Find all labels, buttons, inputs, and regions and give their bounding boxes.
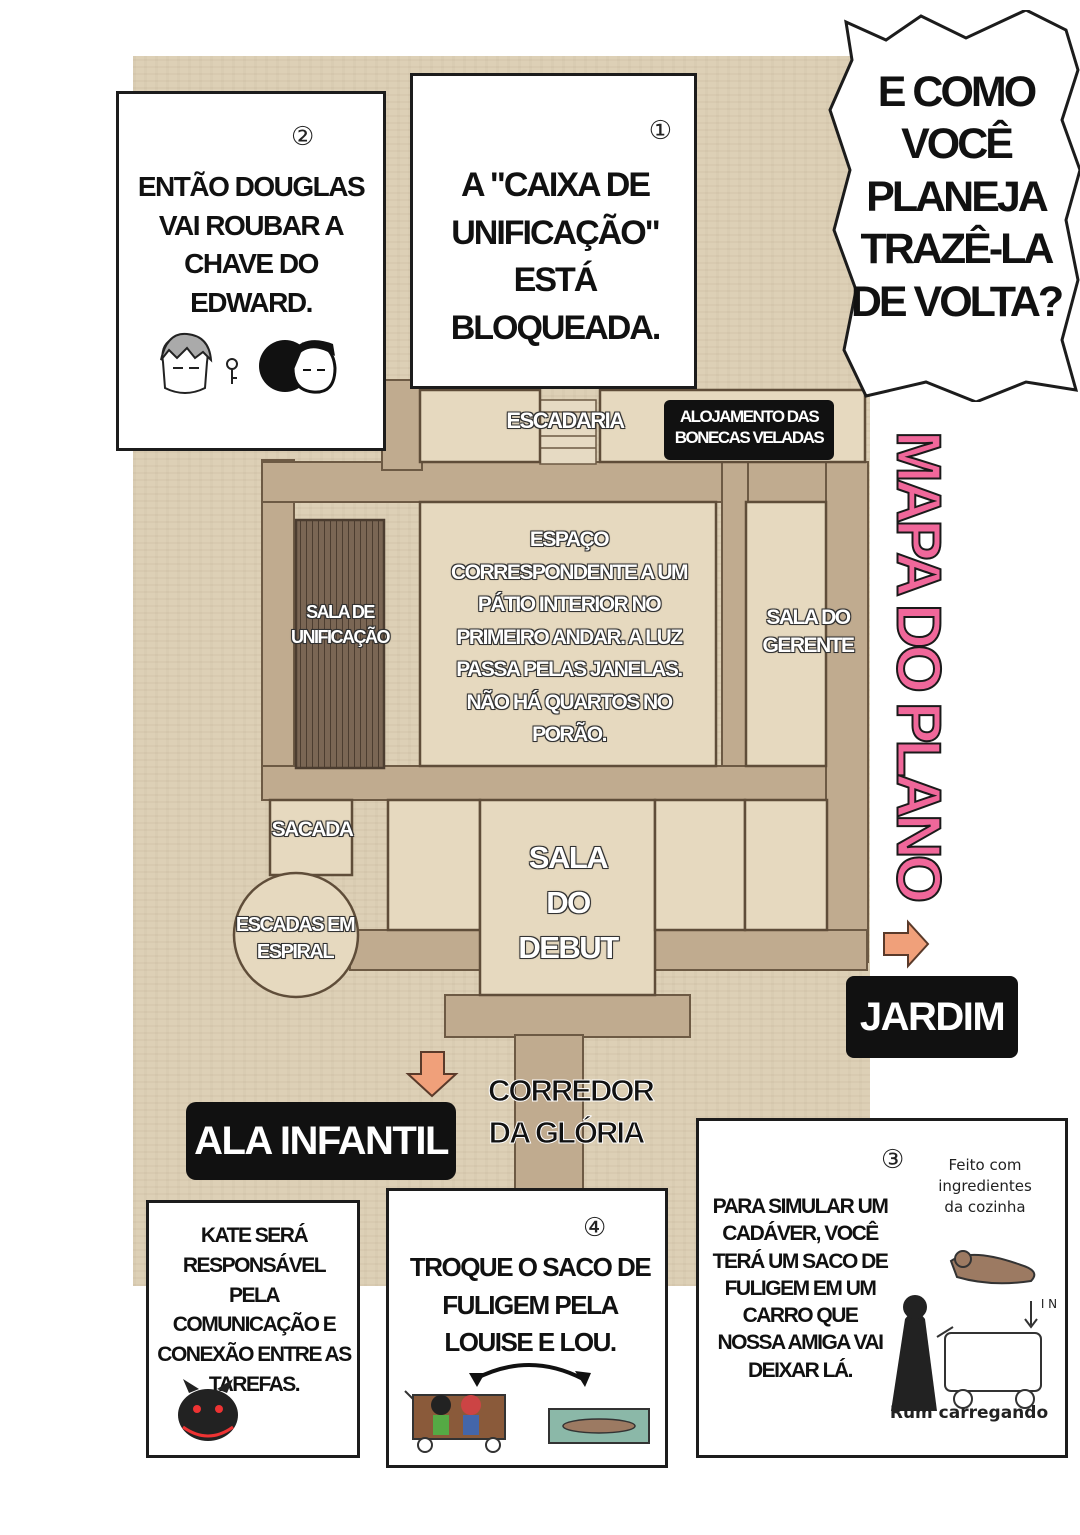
panel-3-number: ③ xyxy=(881,1145,905,1175)
label-unification-room: SALA DE UNIFICAÇÃO xyxy=(290,601,391,648)
panel-3-text: PARA SIMULAR UM CADÁVER, VOCÊ TERÁ UM SA… xyxy=(712,1195,889,1382)
douglas-edward-icons xyxy=(160,332,337,394)
corridor-right xyxy=(825,461,869,963)
corridor-top xyxy=(261,461,868,503)
label-children-wing: ALA INFANTIL xyxy=(186,1102,456,1180)
panel-2-text: ENTÃO DOUGLAS VAI ROUBAR A CHAVE DO EDWA… xyxy=(137,171,366,318)
panel-3-note-top: Feito com ingredientes da cozinha xyxy=(938,1156,1032,1216)
panel-5-text: KATE SERÁ RESPONSÁVEL PELA COMUNICAÇÃO E… xyxy=(157,1224,352,1397)
label-spiral-stairs: ESCADAS EM ESPIRAL xyxy=(235,913,356,963)
room-debut xyxy=(478,798,657,997)
panel-5: KATE SERÁ RESPONSÁVEL PELA COMUNICAÇÃO E… xyxy=(146,1200,360,1458)
panel-1-number: ① xyxy=(648,116,672,146)
label-glory-corridor: CORREDOR DA GLÓRIA xyxy=(488,1073,656,1151)
key-icon xyxy=(226,358,238,384)
page-title: MAPA DO PLANO xyxy=(883,430,954,900)
cart-icon xyxy=(936,1326,1042,1409)
douglas-face-icon xyxy=(160,332,213,394)
kate-icon xyxy=(178,1379,238,1441)
label-debut: SALA DO DEBUT xyxy=(518,839,620,965)
corridor-mid-right xyxy=(721,461,749,773)
maid-figure-icon xyxy=(891,1295,937,1411)
room-lower-1 xyxy=(386,798,482,932)
edward-face-icon xyxy=(259,340,337,394)
label-courtyard: ESPAÇO CORRESPONDENTE A UM PÁTIO INTERIO… xyxy=(450,527,689,747)
panel-3-in-label: I N xyxy=(1040,1297,1058,1311)
corridor-lower-right xyxy=(654,929,868,971)
room-balcony xyxy=(268,798,354,877)
panel-4-text: TROQUE O SACO DE FULIGEM PELA LOUISE E L… xyxy=(409,1252,652,1358)
corridor-middle xyxy=(261,765,868,801)
corridor-bottom xyxy=(444,994,691,1038)
room-courtyard xyxy=(418,500,718,768)
title-wrapper: MAPA DO PLANO xyxy=(878,430,958,900)
corridor-stub xyxy=(381,379,423,471)
panel-2: ② ENTÃO DOUGLAS VAI ROUBAR A CHAVE DO ED… xyxy=(116,91,386,451)
panel-3: ③ PARA SIMULAR UM CADÁVER, VOCÊ TERÁ UM … xyxy=(696,1118,1068,1458)
cart-with-twins-icon xyxy=(404,1390,506,1453)
panel-4-number: ④ xyxy=(583,1213,607,1243)
room-unification xyxy=(294,518,386,770)
arrow-children-icon xyxy=(405,1051,459,1098)
room-lower-3 xyxy=(653,798,747,932)
down-arrow-icon xyxy=(1024,1301,1038,1329)
panel-2-number: ② xyxy=(291,122,315,152)
label-garden: JARDIM xyxy=(846,976,1018,1058)
panel-1: ① A "CAIXA DE UNIFICAÇÃO" ESTÁ BLOQUEADA… xyxy=(410,73,697,389)
panel-1-text: A "CAIXA DE UNIFICAÇÃO" ESTÁ BLOQUEADA. xyxy=(450,166,662,347)
swap-illustration xyxy=(404,1363,650,1453)
corridor-lower-left xyxy=(349,929,491,971)
room-lower-4 xyxy=(743,798,829,932)
bubble-text: E COMO VOCÊ PLANEJA TRAZÊ-LA DE VOLTA? xyxy=(850,68,1064,326)
spiral-stairs-room xyxy=(232,871,360,999)
label-balcony: SACADA xyxy=(271,817,355,841)
panel-3-note-bottom: Rum carregando xyxy=(889,1403,1049,1423)
soot-bag-icon xyxy=(548,1408,650,1444)
label-veiled-dolls: ALOJAMENTO DAS BONECAS VELADAS xyxy=(664,400,834,460)
arrow-garden-icon xyxy=(883,919,930,969)
label-manager-room: SALA DO GERENTE xyxy=(762,605,856,658)
body-bag-icon xyxy=(949,1250,1036,1285)
label-staircase: ESCADARIA xyxy=(506,407,626,433)
room-stair-left xyxy=(418,388,542,464)
speech-bubble xyxy=(828,10,1080,402)
panel-4: ④ TROQUE O SACO DE FULIGEM PELA LOUISE E… xyxy=(386,1188,668,1468)
room-manager xyxy=(744,500,828,768)
cart-illustration xyxy=(891,1250,1042,1411)
swap-arrow-icon xyxy=(474,1363,584,1381)
